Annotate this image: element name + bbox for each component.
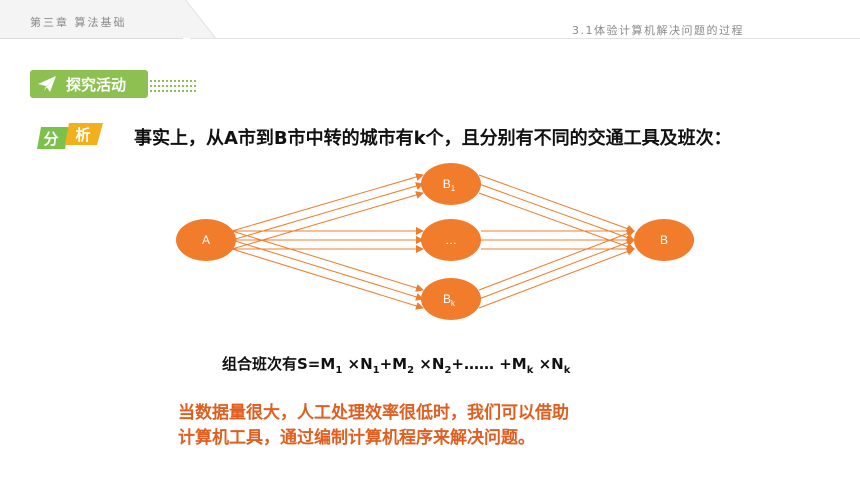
node-a-label: A [202, 233, 210, 247]
route-arrow-10 [478, 183, 635, 242]
headline: 事实上，从A市到B市中转的城市有k个，且分别有不同的交通工具及班次： [134, 128, 732, 149]
activity-badge: 探究活动 [30, 70, 148, 98]
node-b1-label: B1 [443, 177, 456, 193]
node-middle [421, 219, 481, 261]
header-tab [0, 0, 183, 39]
route-arrow-9 [478, 174, 635, 233]
activity-label: 探究活动 [66, 76, 127, 94]
node-bk-label: Bk [443, 292, 456, 308]
node-b1 [421, 163, 481, 205]
route-arrow-1 [231, 182, 424, 241]
header-divider [190, 38, 860, 39]
route-arrow-15 [478, 229, 635, 291]
paper-plane-icon [38, 76, 56, 92]
conclusion-text: 当数据量很大，人工处理效率很低时，我们可以借助 计算机工具，通过编制计算机程序来… [178, 401, 569, 451]
route-arrow-17 [478, 247, 635, 309]
analysis-badge-yellow [65, 123, 103, 145]
formula: 组合班次有S=M1 ×N1+M2 ×N2+…… +Mk ×Nk [222, 355, 571, 376]
route-arrow-7 [231, 239, 424, 301]
node-middle-label: … [445, 233, 457, 247]
node-b [634, 219, 694, 261]
node-bk [421, 278, 481, 320]
analysis-badge: 分 析 [37, 123, 103, 149]
route-arrow-16 [478, 238, 635, 300]
analysis-badge-green [37, 127, 69, 149]
route-arrow-11 [478, 192, 635, 251]
route-edges [231, 173, 635, 310]
route-arrow-0 [231, 173, 424, 232]
section-title: 3.1体验计算机解决问题的过程 [572, 24, 744, 37]
conclusion-line-1: 当数据量很大，人工处理效率很低时，我们可以借助 [178, 403, 569, 423]
node-a [176, 219, 236, 261]
analysis-char-1: 分 [43, 130, 58, 148]
chapter-title: 第三章 算法基础 [30, 16, 127, 29]
node-b-label: B [660, 233, 668, 247]
dotted-decoration [150, 80, 198, 92]
conclusion-line-2: 计算机工具，通过编制计算机程序来解决问题。 [178, 428, 535, 448]
route-arrow-8 [231, 248, 424, 310]
route-arrow-2 [231, 191, 424, 250]
analysis-char-2: 析 [75, 126, 90, 144]
route-arrow-6 [231, 230, 424, 292]
